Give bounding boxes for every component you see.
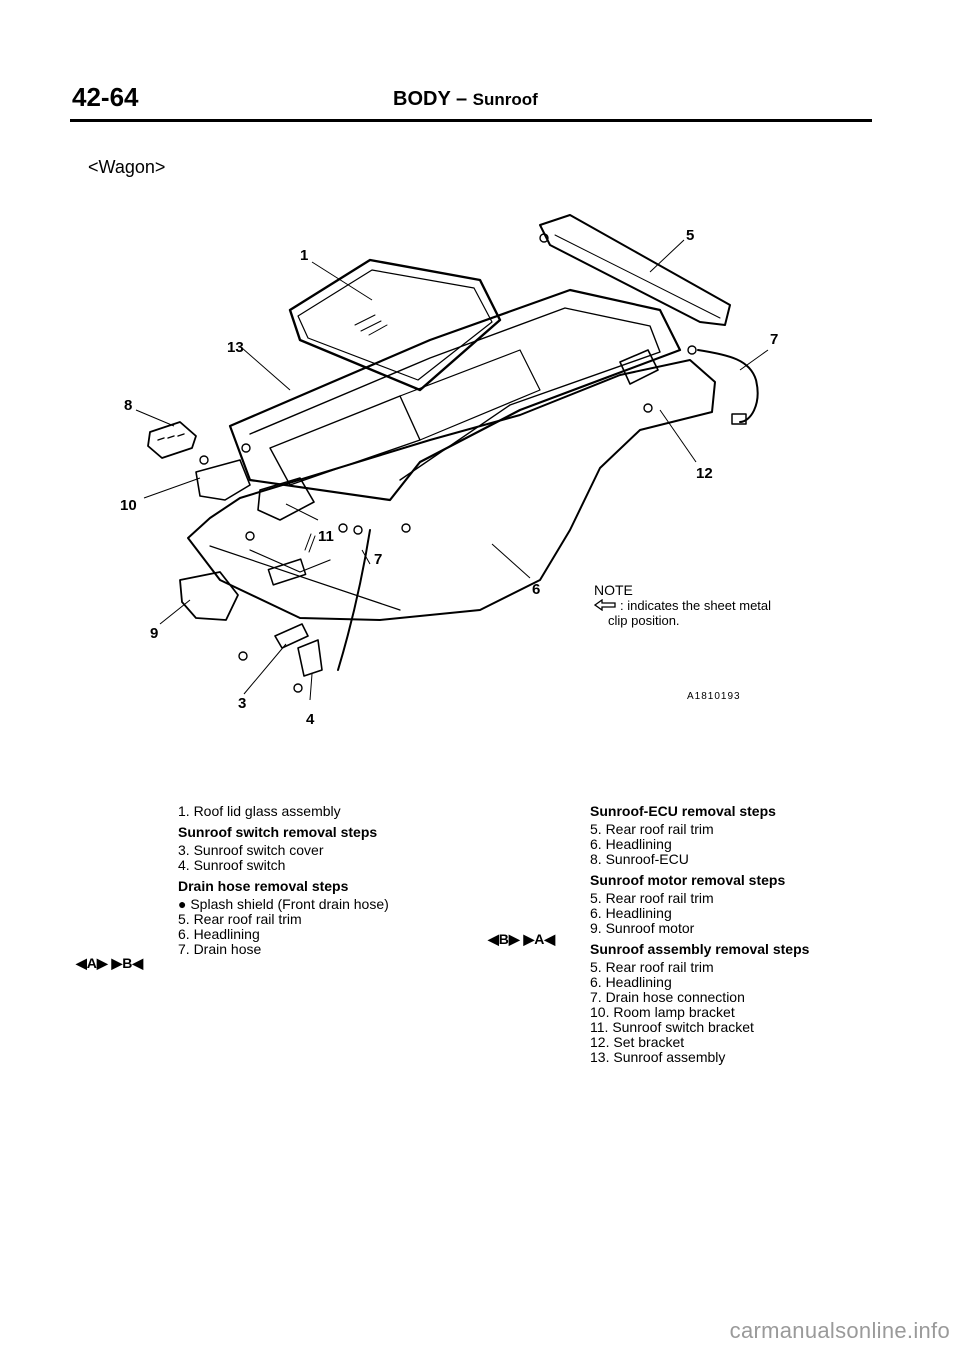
sunroof-switch (297, 639, 323, 677)
section-heading-ecu: Sunroof-ECU removal steps (590, 803, 776, 819)
list-item: 5. Rear roof rail trim (590, 821, 714, 837)
callout-10: 10 (120, 497, 137, 514)
list-item: 13. Sunroof assembly (590, 1049, 726, 1065)
variant-label: <Wagon> (88, 157, 166, 177)
list-item: 12. Set bracket (590, 1034, 685, 1050)
section-heading-drain: Drain hose removal steps (178, 878, 349, 894)
callout-4: 4 (306, 711, 315, 728)
callout-13: 13 (227, 339, 244, 356)
list-item: 4. Sunroof switch (178, 857, 286, 873)
page-title-separator: – (450, 88, 473, 110)
sunroof-switch-bracket (257, 477, 315, 521)
page-title-main: BODY (393, 88, 451, 110)
room-lamp-bracket (195, 459, 251, 501)
list-item: 7. Drain hose (178, 941, 262, 957)
list-item: 10. Room lamp bracket (590, 1004, 735, 1020)
note-text-line-1: : indicates the sheet metal (620, 598, 772, 613)
callout-1: 1 (300, 247, 308, 264)
callout-5: 5 (686, 227, 694, 244)
list-item: 5. Rear roof rail trim (590, 890, 714, 906)
list-item: 7. Drain hose connection (590, 989, 745, 1005)
section-heading-motor: Sunroof motor removal steps (590, 872, 786, 888)
sunroof-assembly (228, 288, 682, 502)
note-heading: NOTE (594, 582, 633, 598)
sunroof-ecu (147, 421, 197, 459)
right-steps-column: Sunroof-ECU removal steps 5. Rear roof r… (590, 804, 809, 1065)
page-title-sub: Sunroof (472, 90, 538, 109)
clip-arrow-icon (594, 599, 616, 611)
procedure-markers-right: ◀B▶ ▶A◀ (488, 931, 556, 947)
page-number: 42-64 (72, 82, 139, 112)
headlining (187, 359, 716, 621)
list-item: 6. Headlining (590, 836, 672, 852)
roof-lid-glass (288, 258, 502, 392)
set-bracket (619, 349, 659, 385)
rear-drain-hose (697, 349, 759, 423)
section-heading-switch: Sunroof switch removal steps (178, 824, 378, 840)
list-item: 6. Headlining (590, 974, 672, 990)
page-title: BODY – Sunroof (393, 88, 538, 111)
left-steps-column: 1. Roof lid glass assembly Sunroof switc… (178, 804, 389, 957)
list-item: 9. Sunroof motor (590, 920, 695, 936)
list-item: 5. Rear roof rail trim (178, 911, 302, 927)
header-rule (70, 119, 872, 122)
list-item: 6. Headlining (178, 926, 260, 942)
callout-12: 12 (696, 465, 713, 482)
watermark: carmanualsonline.info (729, 1318, 950, 1343)
list-item: 5. Rear roof rail trim (590, 959, 714, 975)
sunroof-switch-cover (274, 623, 309, 649)
sunroof-motor (179, 571, 239, 621)
note-text-line-2: clip position. (608, 613, 680, 628)
callout-6: 6 (532, 581, 540, 598)
callout-7-front: 7 (374, 551, 382, 568)
rear-roof-rail-trim (539, 214, 731, 326)
section-heading-assembly: Sunroof assembly removal steps (590, 941, 810, 957)
procedure-markers-left: ◀A▶ ▶B◀ (76, 955, 144, 971)
callout-7-rear: 7 (770, 331, 778, 348)
list-item: 11. Sunroof switch bracket (590, 1019, 754, 1035)
diagram-note: NOTE : indicates the sheet metal clip po… (594, 583, 771, 628)
callout-9: 9 (150, 625, 158, 642)
sunroof-exploded-diagram: 1 13 8 10 9 3 4 5 7 12 11 7 6 (120, 214, 778, 728)
list-item: 3. Sunroof switch cover (178, 842, 324, 858)
list-item: 8. Sunroof-ECU (590, 851, 689, 867)
callout-8: 8 (124, 397, 132, 414)
callout-3: 3 (238, 695, 246, 712)
callout-11: 11 (318, 528, 334, 545)
front-drain-hose (337, 529, 371, 671)
list-item: 6. Headlining (590, 905, 672, 921)
figure-code: A1810193 (687, 691, 741, 702)
list-item: 1. Roof lid glass assembly (178, 803, 341, 819)
list-item: ● Splash shield (Front drain hose) (178, 896, 389, 912)
